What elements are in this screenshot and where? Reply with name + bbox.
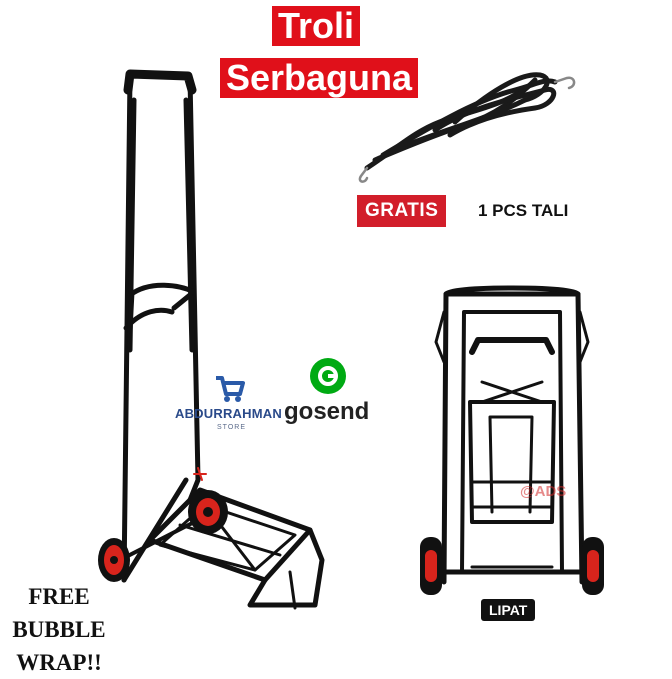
product-title: Troli Serbaguna: [220, 6, 419, 114]
bungee-cord-image: [358, 72, 576, 183]
free-line-3: WRAP!!: [16, 650, 102, 675]
lipat-label: LIPAT: [481, 599, 536, 621]
promo-text: 1 PCS TALI: [478, 201, 569, 220]
free-line-1: FREE: [28, 584, 90, 609]
title-line-2: Serbaguna: [220, 58, 419, 98]
title-line-1: Troli: [272, 6, 361, 46]
free-line-2: BUBBLE: [12, 617, 106, 642]
free-bubble-wrap-text: FREE BUBBLE WRAP!!: [0, 580, 118, 679]
gosend-logo-text: gosend: [284, 398, 370, 425]
gratis-badge: GRATIS: [357, 195, 447, 227]
cart-icon: [216, 376, 245, 402]
store-subtitle: STORE: [217, 424, 246, 431]
store-name: ABDURRAHMAN: [175, 406, 282, 421]
trolley-folded-image: [420, 285, 604, 595]
trolley-open-image: [98, 69, 325, 610]
watermark-text: @ADS: [520, 483, 567, 500]
gosend-logo-icon: [310, 358, 346, 394]
